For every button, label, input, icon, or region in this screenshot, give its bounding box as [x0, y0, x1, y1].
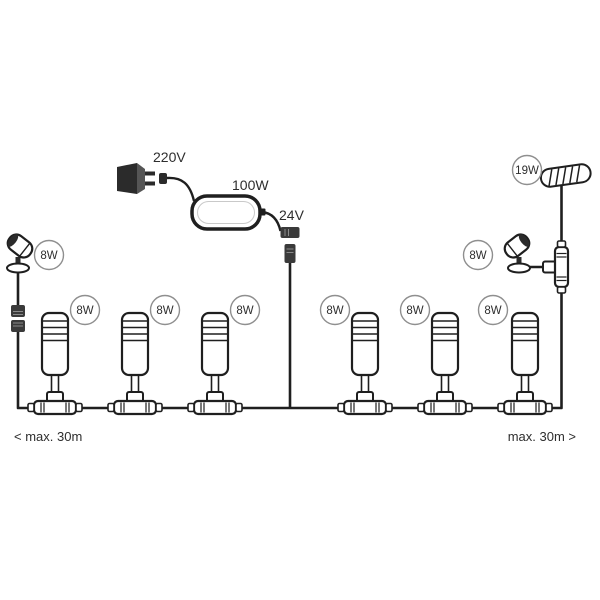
- light-strip-icon: [539, 163, 592, 188]
- pedestal-light-icon-2: [106, 311, 164, 416]
- spot-left-wattage-label: 8W: [40, 250, 57, 262]
- cable-coupler-icon: [11, 305, 25, 332]
- spotlight-right-icon: [500, 230, 534, 274]
- wattage-badge-pedestal-4: 8W: [319, 294, 351, 326]
- pedestal-5-wattage-label: 8W: [406, 305, 423, 317]
- tee-connector-icon: [542, 240, 570, 294]
- power-driver-icon: [190, 194, 266, 231]
- wattage-badge-spot-left: 8W: [33, 239, 65, 271]
- spot-right-wattage-label: 8W: [469, 250, 486, 262]
- driver-wattage-label: 100W: [232, 177, 269, 193]
- wattage-badge-pedestal-1: 8W: [69, 294, 101, 326]
- wattage-badge-spot-right: 8W: [462, 239, 494, 271]
- wattage-badge-pedestal-3: 8W: [229, 294, 261, 326]
- max-run-right-label: max. 30m >: [508, 429, 576, 444]
- pedestal-3-wattage-label: 8W: [236, 305, 253, 317]
- wattage-badge-pedestal-5: 8W: [399, 294, 431, 326]
- wattage-badge-pedestal-6: 8W: [477, 294, 509, 326]
- mains-plug-icon: [117, 163, 167, 194]
- pedestal-light-icon-6: [496, 311, 554, 416]
- pedestal-light-icon-1: [26, 311, 84, 416]
- pedestal-2-wattage-label: 8W: [156, 305, 173, 317]
- output-voltage-label: 24V: [279, 207, 305, 223]
- pedestal-4-wattage-label: 8W: [326, 305, 343, 317]
- spotlight-left-icon: [3, 230, 37, 274]
- pedestal-6-wattage-label: 8W: [484, 305, 501, 317]
- pedestal-light-icon-4: [336, 311, 394, 416]
- pedestal-light-icon-3: [186, 311, 244, 416]
- strip-wattage-label: 19W: [515, 165, 539, 177]
- max-run-left-label: < max. 30m: [14, 429, 82, 444]
- wattage-badge-strip: 19W: [511, 154, 543, 186]
- pedestal-light-icon-5: [416, 311, 474, 416]
- low-voltage-connector-icon: [280, 227, 300, 263]
- wattage-badge-pedestal-2: 8W: [149, 294, 181, 326]
- mains-voltage-label: 220V: [153, 149, 186, 165]
- mains-cable: [166, 176, 196, 202]
- pedestal-1-wattage-label: 8W: [76, 305, 93, 317]
